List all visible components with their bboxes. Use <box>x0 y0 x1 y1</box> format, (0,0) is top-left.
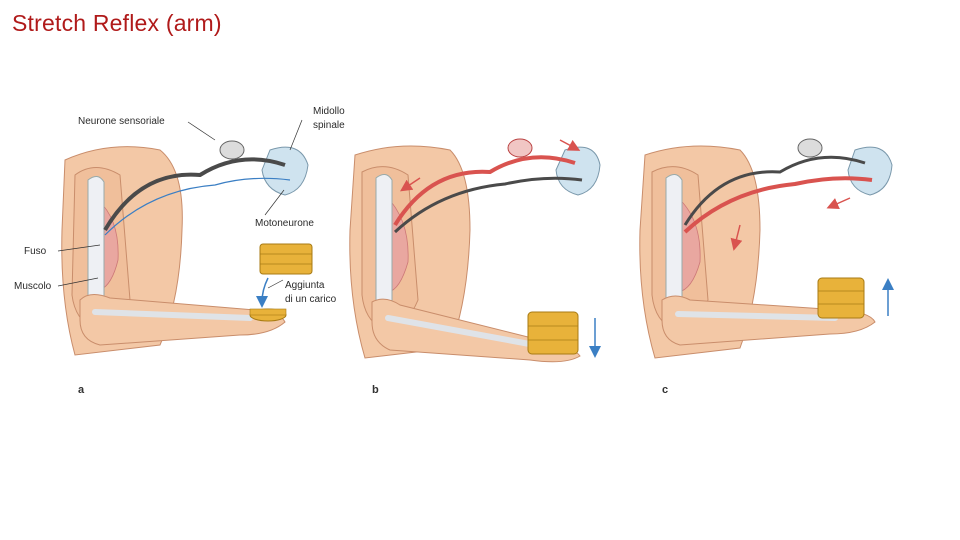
panel-letter-c: c <box>662 384 668 396</box>
label-spindle: Fuso <box>24 246 47 257</box>
label-spinal-cord-line2: spinale <box>313 120 345 131</box>
label-muscle: Muscolo <box>14 281 52 292</box>
label-load-line1: Aggiunta <box>285 280 325 291</box>
panel-letter-b: b <box>372 384 379 396</box>
panel-a <box>57 119 313 356</box>
label-spinal-cord-line1: Midollo <box>313 106 345 117</box>
panel-c <box>639 138 894 359</box>
panel-b <box>349 138 601 363</box>
label-sensory-neuron: Neurone sensoriale <box>78 116 165 127</box>
label-load-line2: di un carico <box>285 294 337 305</box>
slide-title: Stretch Reflex (arm) <box>12 10 222 36</box>
panel-letter-a: a <box>78 384 85 396</box>
label-motor-neuron: Motoneurone <box>255 218 314 229</box>
